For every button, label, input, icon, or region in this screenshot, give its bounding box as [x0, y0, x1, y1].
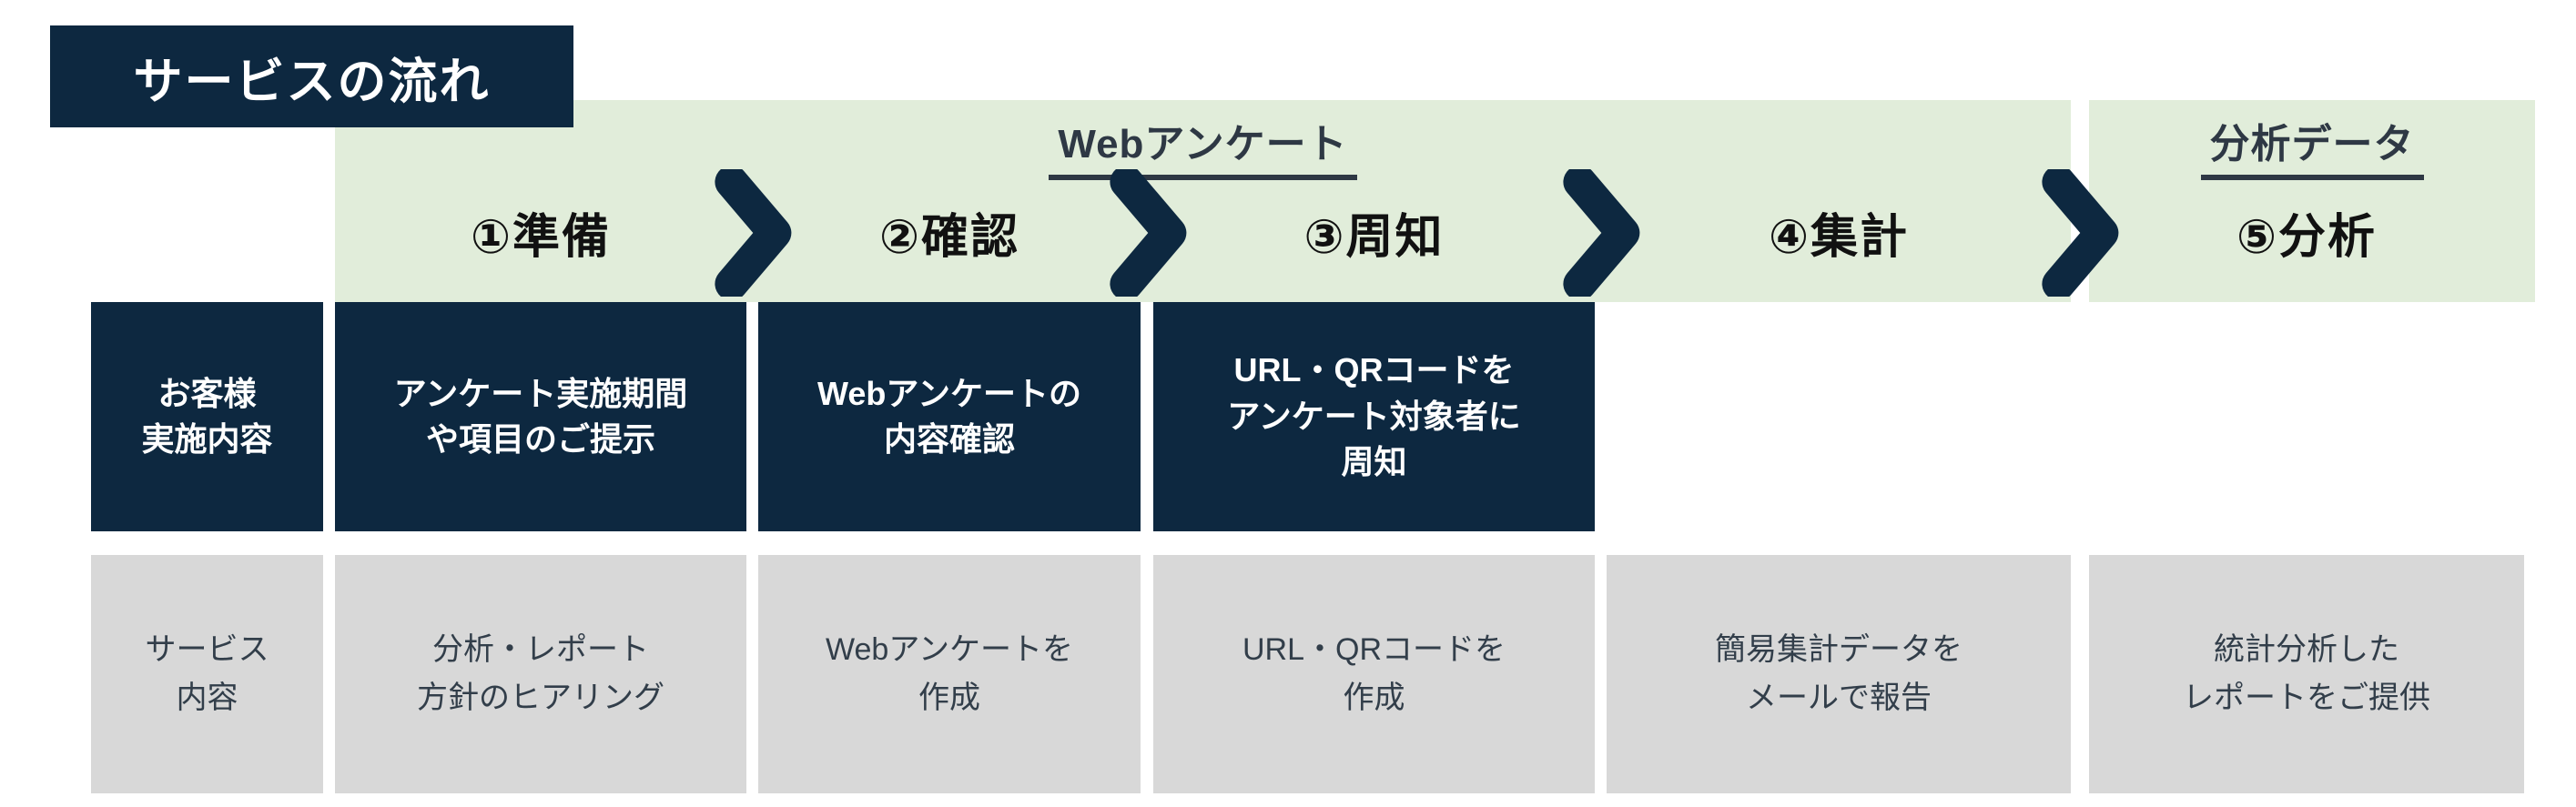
chevron-right-icon	[711, 169, 793, 297]
customer-task-card-2: Webアンケートの 内容確認	[758, 302, 1141, 531]
service-task-card-4: 簡易集計データを メールで報告	[1607, 555, 2071, 793]
chevron-right-icon	[2038, 169, 2120, 297]
step-label-2-confirmation: ②確認	[878, 210, 1020, 264]
service-task-card-2: Webアンケートを 作成	[758, 555, 1141, 793]
phase-group-web-survey: Webアンケート	[335, 111, 2071, 180]
chevron-right-icon	[1559, 169, 1641, 297]
step-label-3-notification: ③周知	[1303, 210, 1445, 264]
phase-group-analysis-data-label: 分析データ	[2200, 111, 2424, 180]
customer-task-card-3: URL・QRコードを アンケート対象者に 周知	[1153, 302, 1595, 531]
service-row-header: サービス 内容	[91, 555, 323, 793]
phase-group-analysis-data: 分析データ	[2089, 111, 2535, 180]
phase-band-web-survey	[335, 100, 2071, 302]
service-task-card-1: 分析・レポート 方針のヒアリング	[335, 555, 746, 793]
service-task-card-5: 統計分析した レポートをご提供	[2089, 555, 2524, 793]
title-banner: サービスの流れ	[50, 25, 573, 127]
chevron-right-icon	[1106, 169, 1188, 297]
step-label-5-analysis: ⑤分析	[2236, 210, 2378, 264]
service-task-card-3: URL・QRコードを 作成	[1153, 555, 1595, 793]
phase-group-web-survey-label: Webアンケート	[1049, 111, 1357, 180]
customer-task-card-1: アンケート実施期間 や項目のご提示	[335, 302, 746, 531]
step-label-1-preparation: ①準備	[470, 210, 612, 264]
step-label-4-aggregation: ④集計	[1768, 210, 1910, 264]
phase-band-analysis-data	[2089, 100, 2535, 302]
page-title: サービスの流れ	[133, 54, 491, 109]
customer-row-header: お客様 実施内容	[91, 302, 323, 531]
